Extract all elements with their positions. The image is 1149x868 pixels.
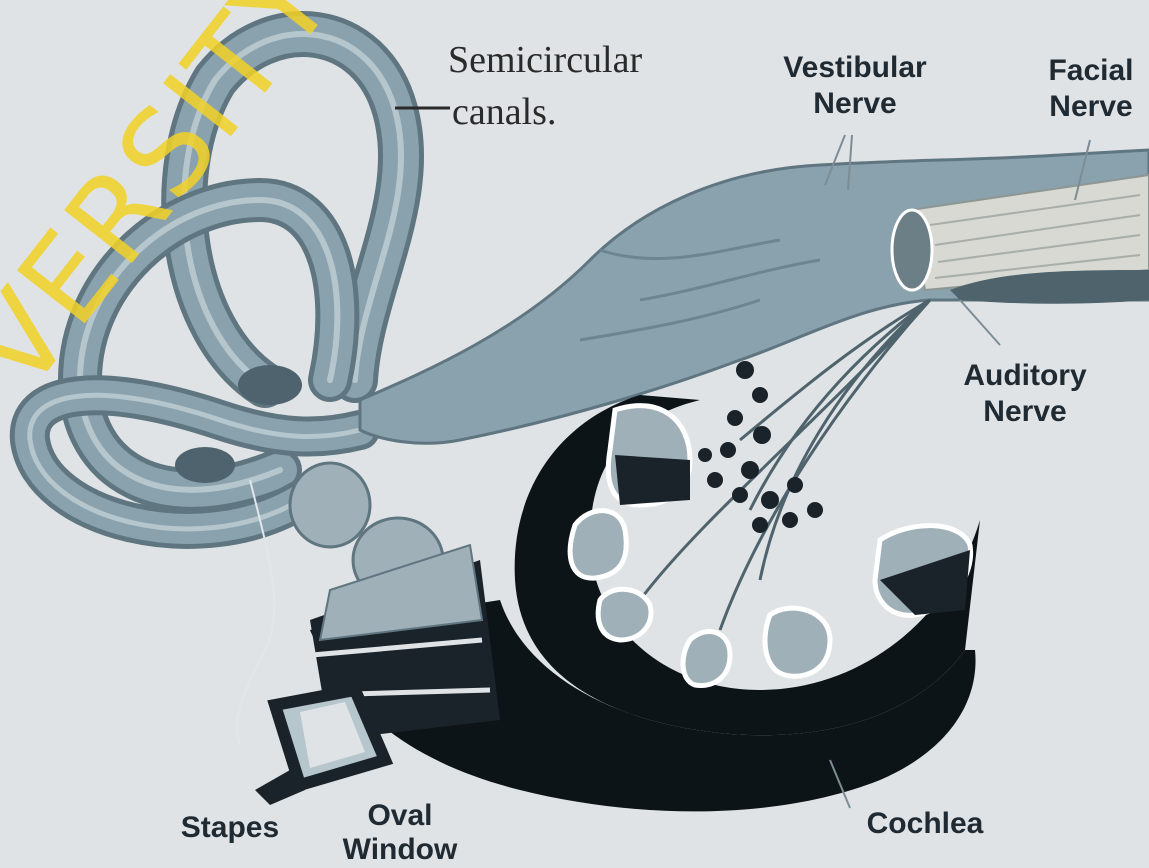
label-vestibular-nerve-line1: Vestibular <box>770 52 940 84</box>
label-facial-nerve-line1: Facial <box>1036 55 1146 87</box>
label-semicircular: Semicircular <box>448 38 642 82</box>
label-vestibular-nerve-line2: Nerve <box>770 88 940 120</box>
label-stapes: Stapes <box>170 812 290 844</box>
label-auditory-nerve-line2: Nerve <box>950 396 1100 428</box>
label-auditory-nerve-line1: Auditory <box>950 360 1100 392</box>
label-canals: canals. <box>452 90 556 134</box>
label-cochlea: Cochlea <box>850 808 1000 840</box>
label-oval-window-line1: Oval <box>325 800 475 832</box>
label-facial-nerve-line2: Nerve <box>1036 91 1146 123</box>
label-oval-window-line2: Window <box>325 834 475 866</box>
